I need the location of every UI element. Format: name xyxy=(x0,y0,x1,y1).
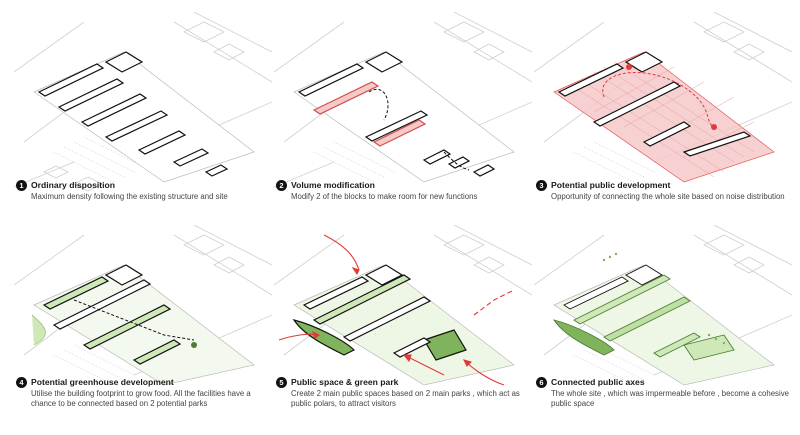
site-illustration xyxy=(534,12,792,183)
diagram-panel-5: 5 Public space & green park Create 2 mai… xyxy=(274,225,532,435)
panel-title: 3 Potential public development xyxy=(536,180,792,191)
step-number-badge: 2 xyxy=(276,180,287,191)
panel-title-text: Public space & green park xyxy=(291,377,399,387)
panel-title-text: Ordinary disposition xyxy=(31,180,116,190)
diagram-panel-6: 6 Connected public axes The whole site ,… xyxy=(534,225,792,435)
diagram-panel-2: 2 Volume modification Modify 2 of the bl… xyxy=(274,12,532,222)
diagram-panel-1: 1 Ordinary disposition Maximum density f… xyxy=(14,12,272,222)
panel-caption: 1 Ordinary disposition Maximum density f… xyxy=(16,180,272,202)
diagram-panel-4: 4 Potential greenhouse development Utili… xyxy=(14,225,272,435)
panel-caption: 5 Public space & green park Create 2 mai… xyxy=(276,377,532,409)
step-number-badge: 4 xyxy=(16,377,27,388)
panel-description: Modify 2 of the blocks to make room for … xyxy=(291,192,478,201)
panel-title: 4 Potential greenhouse development xyxy=(16,377,272,388)
site-illustration xyxy=(14,12,272,192)
site-illustration xyxy=(274,12,532,188)
panel-caption: 2 Volume modification Modify 2 of the bl… xyxy=(276,180,532,202)
site-illustration xyxy=(534,225,792,386)
step-number-badge: 3 xyxy=(536,180,547,191)
visitor-flow-arrow xyxy=(323,234,360,271)
panel-title: 6 Connected public axes xyxy=(536,377,792,388)
panel-title-text: Potential public development xyxy=(551,180,671,190)
panel-caption: 4 Potential greenhouse development Utili… xyxy=(16,377,272,409)
green-node-marker xyxy=(191,342,197,348)
panel-description: Utilise the building footprint to grow f… xyxy=(31,389,251,408)
step-number-badge: 1 xyxy=(16,180,27,191)
step-number-badge: 6 xyxy=(536,377,547,388)
panel-caption: 3 Potential public development Opportuni… xyxy=(536,180,792,202)
red-node-marker xyxy=(711,124,717,130)
site-illustration xyxy=(274,225,532,386)
panel-description: The whole site , which was impermeable b… xyxy=(551,389,789,408)
panel-caption: 6 Connected public axes The whole site ,… xyxy=(536,377,792,409)
panel-description: Create 2 main public spaces based on 2 m… xyxy=(291,389,520,408)
panel-title: 2 Volume modification xyxy=(276,180,532,191)
panel-title: 5 Public space & green park xyxy=(276,377,532,388)
diagram-panel-3: 3 Potential public development Opportuni… xyxy=(534,12,792,222)
panel-title-text: Connected public axes xyxy=(551,377,645,387)
panel-title-text: Potential greenhouse development xyxy=(31,377,174,387)
panel-description: Opportunity of connecting the whole site… xyxy=(551,192,785,201)
panel-title: 1 Ordinary disposition xyxy=(16,180,272,191)
step-number-badge: 5 xyxy=(276,377,287,388)
panel-title-text: Volume modification xyxy=(291,180,375,190)
panel-description: Maximum density following the existing s… xyxy=(31,192,228,201)
site-illustration xyxy=(14,225,272,386)
red-node-marker xyxy=(626,64,632,70)
